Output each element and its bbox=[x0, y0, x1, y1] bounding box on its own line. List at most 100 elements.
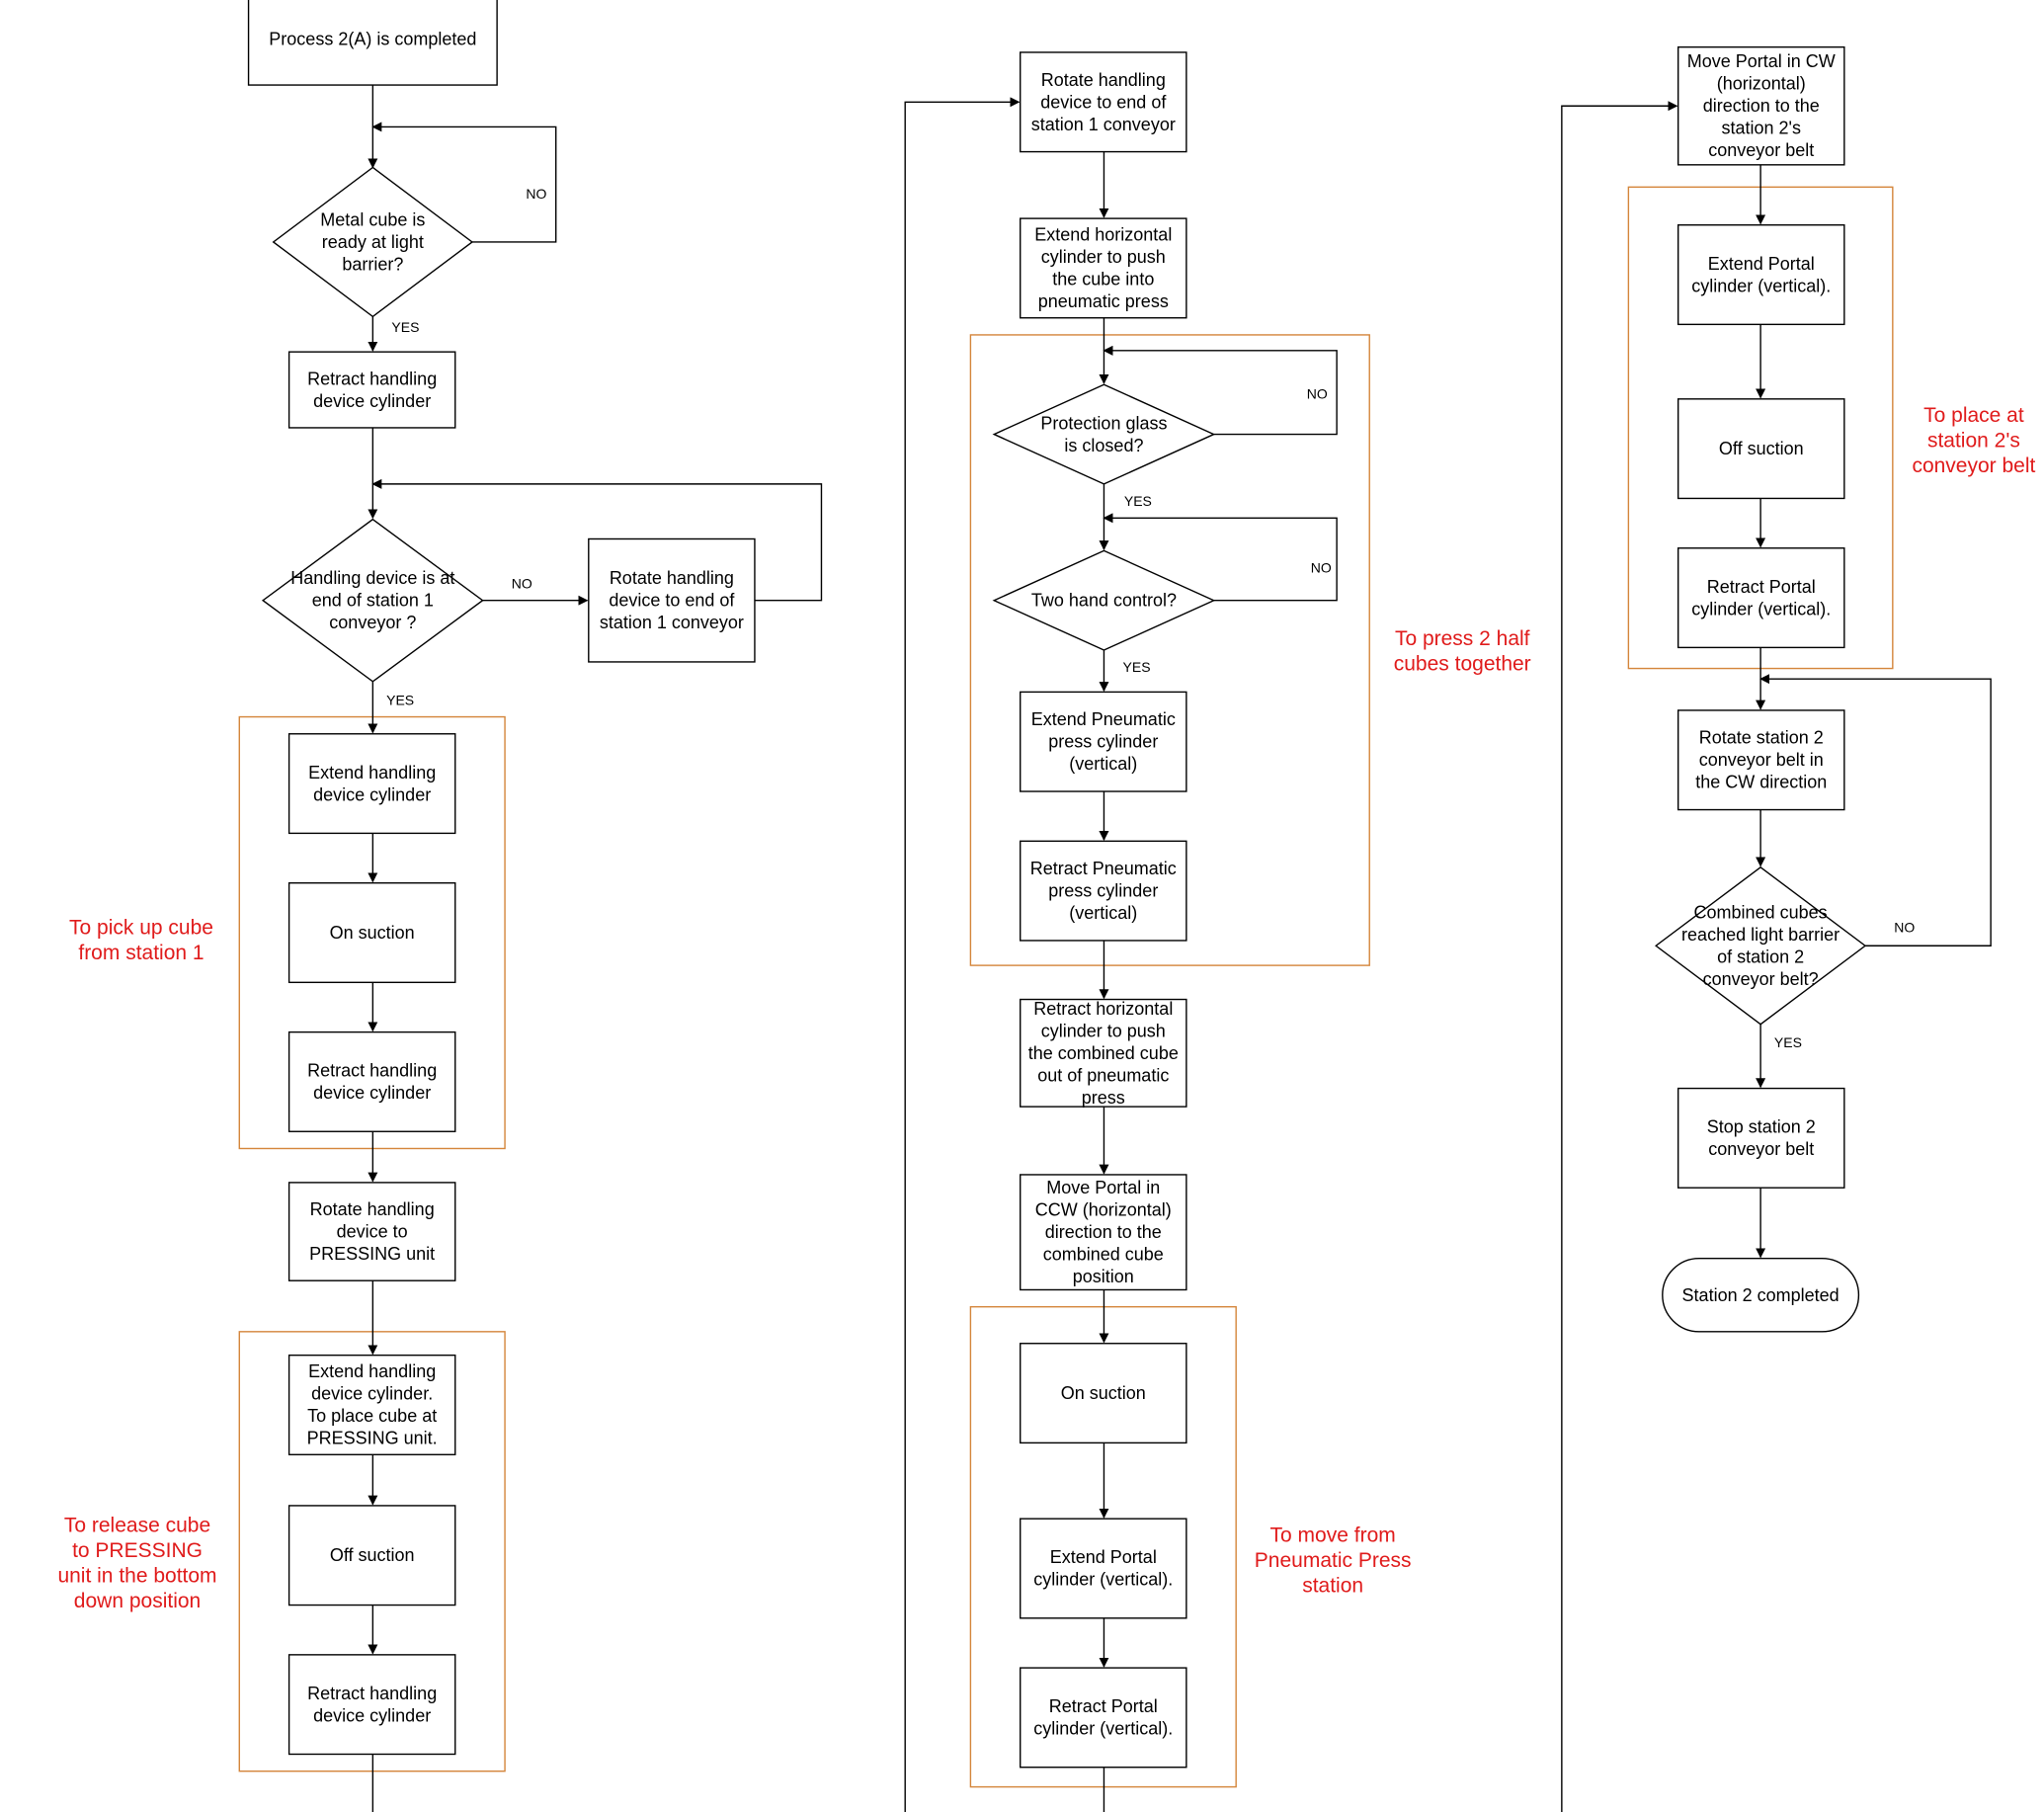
note-move-from: To move from bbox=[1270, 1524, 1396, 1547]
edge-rotate-side-loop bbox=[371, 478, 823, 602]
node-d-metal-label: ready at light bbox=[322, 232, 424, 252]
node-rotate-end-label: Rotate handling bbox=[1041, 70, 1166, 90]
node-extend-horiz-label: pneumatic press bbox=[1038, 291, 1169, 311]
node-on-suction1 bbox=[287, 882, 456, 984]
edge-combined-no bbox=[1759, 674, 1992, 947]
node-extend-portal2-label: cylinder (vertical). bbox=[1691, 276, 1831, 295]
node-d-glass-label: is closed? bbox=[1064, 436, 1143, 455]
edge-label-glass-yes: YES bbox=[1124, 493, 1152, 509]
note-move-from: Pneumatic Press bbox=[1255, 1549, 1412, 1572]
node-d-metal bbox=[272, 166, 474, 318]
node-move-cw-label: direction to the bbox=[1703, 96, 1820, 116]
node-move-ccw-label: direction to the bbox=[1045, 1222, 1162, 1242]
node-d-twohand bbox=[992, 549, 1216, 651]
note-move-from: station bbox=[1302, 1575, 1363, 1598]
node-extend-pneu bbox=[1020, 691, 1187, 792]
node-rotate-press bbox=[287, 1182, 456, 1281]
node-retract-portal1 bbox=[1020, 1667, 1187, 1769]
node-d-combined-label: Combined cubes bbox=[1694, 903, 1828, 923]
node-move-cw-label: Move Portal in CW bbox=[1687, 51, 1836, 71]
node-retract-horiz-label: out of pneumatic bbox=[1037, 1065, 1169, 1085]
node-extend-portal1 bbox=[1020, 1518, 1187, 1619]
node-d-glass-label: Protection glass bbox=[1040, 413, 1167, 433]
node-retract-horiz-label: the combined cube bbox=[1028, 1043, 1179, 1063]
node-retract2-label: device cylinder bbox=[313, 1083, 431, 1103]
edge-label-twohand-no: NO bbox=[1311, 560, 1332, 576]
node-end-label: Station 2 completed bbox=[1682, 1285, 1840, 1305]
node-off-suction1 bbox=[287, 1505, 456, 1606]
edge-label-combined-yes: YES bbox=[1774, 1034, 1802, 1050]
node-extend-place-label: device cylinder. bbox=[311, 1384, 433, 1404]
node-move-ccw-label: combined cube bbox=[1043, 1245, 1164, 1265]
note-release: down position bbox=[74, 1590, 201, 1612]
node-d-metal-label: barrier? bbox=[342, 254, 403, 274]
node-extend-pneu-label: Extend Pneumatic bbox=[1031, 709, 1176, 729]
node-retract1-label: device cylinder bbox=[313, 391, 431, 411]
node-move-cw-label: station 2's bbox=[1722, 119, 1801, 138]
node-rotate-end-label: device to end of bbox=[1040, 92, 1167, 112]
node-extend-portal2 bbox=[1676, 224, 1845, 326]
node-extend-horiz-label: the cube into bbox=[1052, 270, 1154, 289]
node-rotate-conv-label: the CW direction bbox=[1695, 773, 1827, 792]
node-extend1-label: device cylinder bbox=[313, 784, 431, 804]
node-d-combined-label: of station 2 bbox=[1717, 947, 1804, 967]
node-retract-horiz-label: press bbox=[1082, 1088, 1125, 1108]
node-extend-pneu-label: (vertical) bbox=[1069, 754, 1137, 774]
node-stop-conv bbox=[1676, 1087, 1845, 1189]
node-d-handling-label: Handling device is at bbox=[290, 568, 454, 588]
note-pick-up: To pick up cube bbox=[69, 917, 213, 940]
edge-glass-no bbox=[1103, 345, 1338, 436]
node-retract-pneu-label: (vertical) bbox=[1069, 903, 1137, 923]
node-retract-portal2-label: Retract Portal bbox=[1707, 577, 1816, 597]
node-move-cw bbox=[1676, 45, 1845, 166]
node-d-metal-label: Metal cube is bbox=[320, 209, 425, 229]
node-retract3-label: device cylinder bbox=[313, 1705, 431, 1725]
edge-label-metal-yes: YES bbox=[391, 319, 419, 335]
node-retract-pneu-label: press cylinder bbox=[1048, 881, 1158, 901]
node-on-suction2-label: On suction bbox=[1061, 1383, 1146, 1403]
node-d-handling-label: end of station 1 bbox=[312, 591, 434, 611]
edge-twohand-no bbox=[1103, 513, 1338, 602]
note-press: To press 2 half bbox=[1395, 627, 1530, 650]
node-extend-place-label: Extend handling bbox=[308, 1361, 436, 1381]
edge-metal-no bbox=[371, 122, 557, 243]
edge-col2-entry bbox=[904, 97, 1021, 1812]
group-press bbox=[969, 334, 1370, 966]
node-d-twohand-label: Two hand control? bbox=[1031, 591, 1177, 611]
node-extend-portal2-label: Extend Portal bbox=[1708, 254, 1815, 274]
node-extend-horiz bbox=[1020, 217, 1187, 319]
node-extend-horiz-label: cylinder to push bbox=[1041, 247, 1166, 267]
node-extend-portal1-label: Extend Portal bbox=[1050, 1547, 1157, 1567]
node-move-cw-label: (horizontal) bbox=[1717, 74, 1806, 94]
node-d-handling-label: conveyor ? bbox=[329, 613, 416, 632]
node-rotate-end bbox=[1020, 51, 1187, 153]
node-retract2 bbox=[287, 1030, 456, 1132]
node-rotate-side-label: device to end of bbox=[609, 591, 735, 611]
note-release: unit in the bottom bbox=[57, 1564, 216, 1587]
node-move-ccw-label: CCW (horizontal) bbox=[1035, 1200, 1172, 1220]
node-end bbox=[1662, 1257, 1860, 1333]
node-off-suction2-label: Off suction bbox=[1719, 439, 1804, 458]
note-press: cubes together bbox=[1394, 653, 1531, 676]
node-rotate-press-label: PRESSING unit bbox=[309, 1244, 435, 1264]
node-off-suction2 bbox=[1676, 398, 1845, 500]
node-move-ccw-label: position bbox=[1073, 1267, 1134, 1286]
edge-label-handling-no: NO bbox=[512, 576, 532, 592]
edge-label-glass-no: NO bbox=[1307, 386, 1328, 402]
node-extend-horiz-label: Extend horizontal bbox=[1034, 225, 1172, 245]
node-rotate-conv bbox=[1676, 709, 1845, 811]
node-start bbox=[247, 0, 498, 86]
node-rotate-end-label: station 1 conveyor bbox=[1031, 115, 1176, 134]
node-extend1-label: Extend handling bbox=[308, 763, 436, 782]
note-place: station 2's bbox=[1927, 430, 2020, 453]
node-on-suction1-label: On suction bbox=[330, 923, 415, 943]
note-pick-up: from station 1 bbox=[78, 942, 204, 964]
node-stop-conv-label: Stop station 2 bbox=[1707, 1117, 1816, 1137]
node-d-combined-label: conveyor belt? bbox=[1703, 969, 1819, 989]
node-rotate-conv-label: conveyor belt in bbox=[1699, 750, 1824, 770]
node-rotate-side-label: Rotate handling bbox=[610, 568, 734, 588]
node-retract3-label: Retract handling bbox=[307, 1684, 437, 1703]
node-extend-place-label: PRESSING unit. bbox=[307, 1429, 438, 1448]
node-extend-place bbox=[287, 1354, 456, 1455]
